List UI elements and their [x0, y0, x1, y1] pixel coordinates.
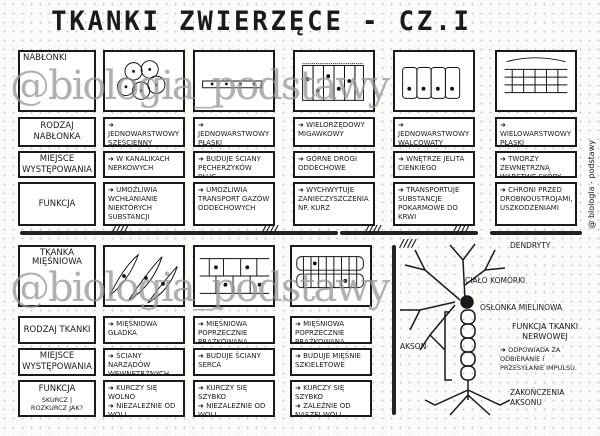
row-label: MIEJSCE WYSTĘPOWANIA: [18, 348, 96, 376]
tissue-function: UMOŻLIWIA WCHŁANIANIE NIEKTÓRYCH SUBSTAN…: [103, 182, 185, 226]
row-label: FUNKCJA: [18, 380, 96, 417]
muscle-header: TKANKA MIĘŚNIOWA: [18, 245, 96, 307]
tissue-type: JEDNOWARSTWOWY PŁASKI: [193, 117, 275, 147]
tissue-location: ŚCIANY NARZĄDÓW WEWNĘTRZNYCH: [103, 348, 185, 376]
vertical-divider: [392, 245, 396, 415]
tissue-location: BUDUJE ŚCIANY SERCA: [193, 348, 275, 376]
tissue-type: JEDNOWARSTWOWY WALCOWATY: [393, 117, 475, 147]
tissue-function: CHRONI PRZED DROBNOUSTROJAMI, USZKODZENI…: [495, 182, 577, 226]
neuron-label-cell_body: CIAŁO KOMÓRKI: [465, 276, 526, 285]
row-label: MIEJSCE WYSTĘPOWANIA: [18, 151, 96, 178]
row-label: FUNKCJA: [18, 182, 96, 226]
neuron-label-terminals: ZAKOŃCZENIA AKSONU: [510, 388, 565, 407]
smooth-muscle-icon: [103, 245, 185, 307]
tissue-type: JEDNOWARSTWOWY SZEŚCIENNY: [103, 117, 185, 147]
cuboidal-cells-icon: [103, 50, 185, 112]
side-note: @ biologia - podstawy: [587, 140, 596, 229]
function-note: SKURCZ | ROZKURCZ JAK?: [30, 396, 84, 412]
tissue-function: KURCZY SIĘ WOLNONIEZALEŻNIE OD WOLI: [103, 380, 185, 417]
divider-hatch: ////: [112, 223, 129, 236]
tissue-function: WYCHWYTUJE ZANIECZYSZCZENIA NP. KURZ: [293, 182, 375, 226]
tissue-function: KURCZY SIĘ SZYBKOZALEŻNIE OD NASZEJ WOLI: [290, 380, 372, 417]
tissue-function: TRANSPORTUJE SUBSTANCJE POKARMOWE DO KRW…: [393, 182, 475, 226]
function-line: KURCZY SIĘ SZYBKO: [198, 384, 270, 402]
tissue-function: KURCZY SIĘ SZYBKONIEZALEŻNIE OD WOLI: [193, 380, 275, 417]
tissue-location: BUDUJE ŚCIANY PĘCHERZYKÓW PŁUC.: [193, 151, 275, 178]
section-divider: [20, 231, 338, 235]
divider-hatch: ////: [453, 223, 470, 236]
neuron-label-myelin: OSŁONKA MIELINOWA: [480, 303, 563, 312]
divider-hatch: ////: [400, 237, 417, 250]
tissue-location: BUDUJE MIĘŚNIE SZKIELETOWE: [290, 348, 372, 376]
function-line: NIEZALEŻNIE OD WOLI: [108, 402, 180, 415]
squamous-cells-icon: [193, 50, 275, 112]
stratified-cells-icon: [495, 50, 577, 112]
nerve-function-title: FUNKCJA TKANKI NERWOWEJ: [511, 322, 579, 341]
tissue-location: WNĘTRZE JELITA CIENKIEGO: [393, 151, 475, 178]
tissue-location: W KANALIKACH NERKOWYCH: [103, 151, 185, 178]
divider-hatch: ////: [262, 223, 279, 236]
tissue-type: MIĘŚNIOWA POPRZECZNIE PRĄŻKOWANA SZKIELE…: [290, 316, 372, 344]
tissue-type: WIELORZĘDOWY MIGAWKOWY: [293, 117, 375, 147]
function-line: ZALEŻNIE OD NASZEJ WOLI: [295, 402, 367, 415]
neuron-label-axon: AKSON: [400, 342, 427, 351]
function-line: NIEZALEŻNIE OD WOLI: [198, 402, 270, 415]
section-divider: [490, 231, 582, 235]
row-label: RODZAJ TKANKI: [18, 316, 96, 344]
neuron-label-dendrites: DENDRYTY: [510, 241, 551, 250]
skeletal-muscle-icon: [290, 245, 372, 307]
section-divider: [340, 231, 478, 235]
divider-hatch: ////: [365, 223, 382, 236]
page-title: TKANKI ZWIERZĘCE - CZ.I: [51, 6, 472, 37]
tissue-type: MIĘŚNIOWA GŁADKA: [103, 316, 185, 344]
tissue-type: WIELOWARSTWOWY PŁASKI: [495, 117, 577, 147]
tissue-function: UMOŻLIWIA TRANSPORT GAZÓW ODDECHOWYCH: [193, 182, 275, 226]
columnar-cells-icon: [393, 50, 475, 112]
tissue-location: TWORZY ZEWNĘTRZNĄ WARSTWĘ SKÓRY: [495, 151, 577, 178]
neuron-drawing: [400, 243, 511, 416]
epithelium-header: NABŁONKI: [18, 50, 96, 112]
ciliated-cells-icon: [293, 50, 375, 112]
tissue-location: GÓRNE DROGI ODDECHOWE: [293, 151, 375, 178]
nerve-function-text: ODPOWIADA ZA ODBIERANIE I PRZESYŁANIE IM…: [500, 346, 585, 373]
cardiac-muscle-icon: [193, 245, 275, 307]
function-line: KURCZY SIĘ SZYBKO: [295, 384, 367, 402]
row-label: RODZAJ NABŁONKA: [18, 117, 96, 147]
function-line: KURCZY SIĘ WOLNO: [108, 384, 180, 402]
tissue-type: MIĘŚNIOWA POPRZECZNIE PRĄŻKOWANA SERCA: [193, 316, 275, 344]
